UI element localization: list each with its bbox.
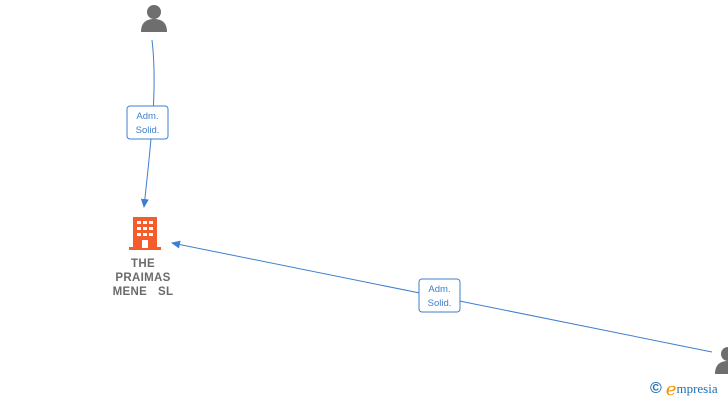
- building-icon[interactable]: [129, 217, 161, 250]
- edge-label-top-line2: Solid.: [136, 125, 160, 136]
- edge-label-right-line1: Adm.: [428, 284, 450, 295]
- edge-label-top[interactable]: Adm. Solid.: [126, 105, 169, 140]
- company-name-line: MENE SL: [112, 286, 174, 298]
- company-name-line: PRAIMAS: [115, 272, 171, 284]
- company-name-line: THE: [131, 258, 155, 270]
- brand-logo-initial: e: [665, 378, 677, 400]
- person-icon[interactable]: [715, 347, 728, 374]
- brand-watermark: © e mpresia: [650, 378, 728, 400]
- company-name[interactable]: THE PRAIMAS MENE SL: [104, 257, 182, 299]
- person-icon[interactable]: [141, 5, 167, 32]
- edge-label-top-line1: Adm.: [136, 111, 158, 122]
- copyright-icon: ©: [650, 380, 662, 397]
- brand-logo-text: mpresia: [676, 381, 718, 396]
- edge-label-right[interactable]: Adm. Solid.: [418, 278, 461, 313]
- edge-label-right-line2: Solid.: [428, 298, 452, 309]
